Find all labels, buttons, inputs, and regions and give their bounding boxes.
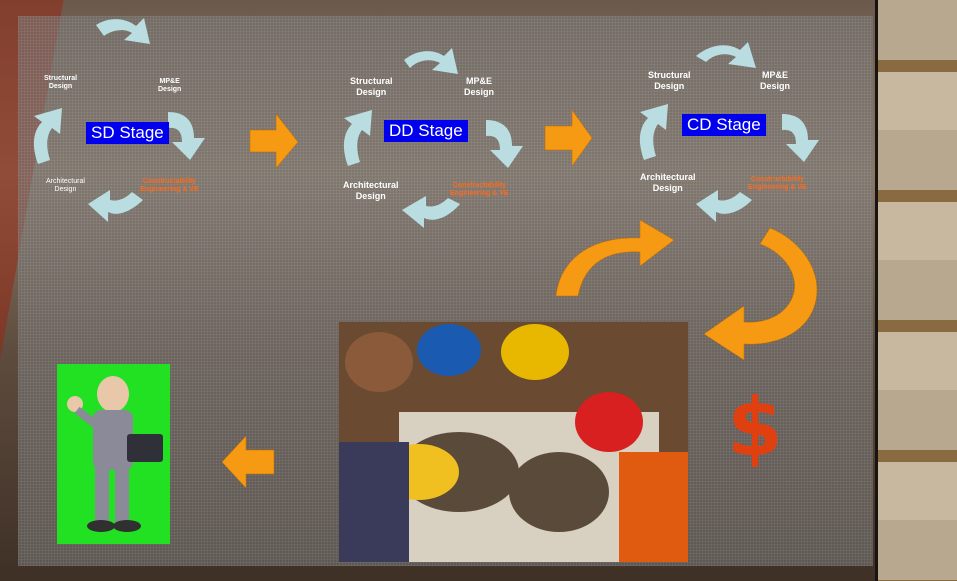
background-lumber-photo [878,0,957,581]
cd-mpe-label: MP&E Design [760,70,791,91]
sd-arrow-top-icon [96,18,150,44]
cd-constructability-label: Constructability Engineering & VE [748,176,807,192]
cd-structural-label: Structural Design [648,70,691,91]
cd-architectural-label: Architectural Design [640,172,696,193]
flow-arrow-sd-dd-icon [249,113,299,169]
cd-arrow-bottom-icon [696,190,752,222]
dollar-sign-icon: $ [727,381,783,474]
dd-arrow-top-icon [404,48,458,74]
dd-cycle-arrows [343,48,523,228]
flow-arrow-dd-cd-icon [544,109,593,167]
sd-stage-box: SD Stage [86,122,169,144]
dd-stage-box: DD Stage [384,120,468,142]
return-arrow-up-icon [555,219,675,297]
sd-arrow-bottom-icon [88,190,143,222]
cd-arrow-right-icon [782,114,819,162]
background-divider [875,0,878,581]
sd-constructability-label: Constructability Engineering & VE [140,178,199,194]
cd-stage-box: CD Stage [682,114,766,136]
cd-arrow-top-icon [696,42,756,68]
sd-arrow-left-icon [33,108,62,164]
cd-arrow-left-icon [639,104,668,160]
return-arrow-down-icon [703,227,818,361]
flow-arrow-photo-cartoon-icon [221,435,275,489]
dd-mpe-label: MP&E Design [464,76,495,97]
sd-structural-label: Structural Design [44,75,78,91]
sd-architectural-label: Architectural Design [46,178,85,194]
sd-cycle-arrows [33,18,205,222]
angry-businessman-cartoon [57,364,170,544]
cd-cycle-arrows [639,42,819,222]
dd-arrow-bottom-icon [402,196,460,228]
sd-arrow-right-icon [168,112,205,160]
dd-arrow-right-icon [486,120,523,168]
construction-workers-photo [339,322,688,562]
dd-architectural-label: Architectural Design [343,180,399,201]
sd-mpe-label: MP&E Design [158,78,182,94]
dd-constructability-label: Constructability Engineering & VE [450,182,509,198]
dd-arrow-left-icon [343,110,372,166]
dd-structural-label: Structural Design [350,76,393,97]
